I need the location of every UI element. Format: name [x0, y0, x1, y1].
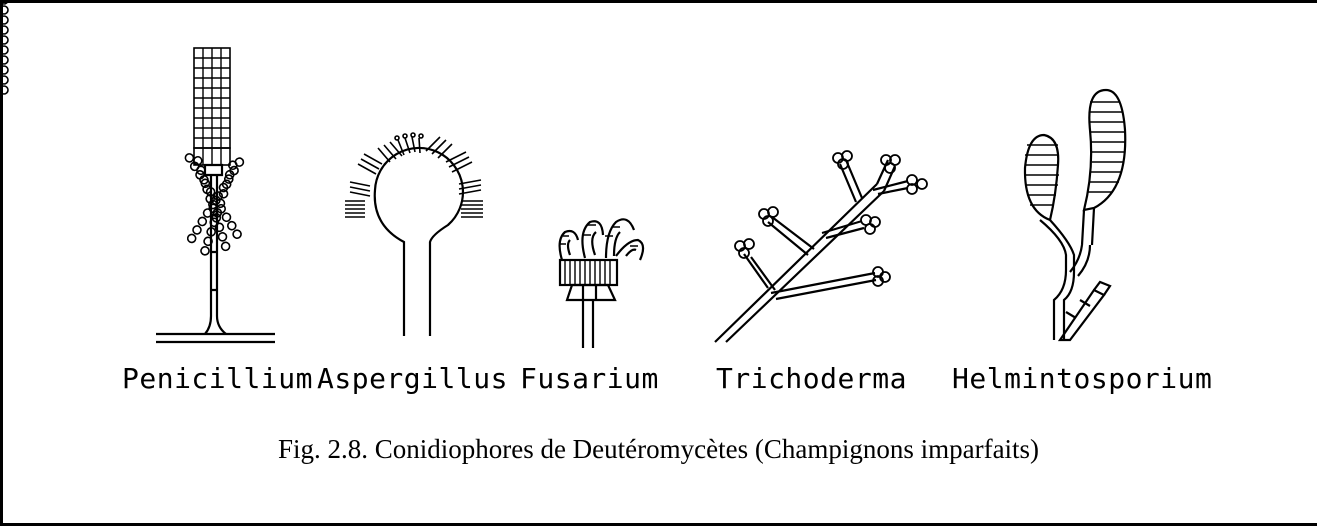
- figure-caption: Fig. 2.8. Conidiophores de Deutéromycète…: [0, 434, 1317, 465]
- fusarium-drawing: [560, 219, 643, 348]
- label-aspergillus: Aspergillus: [317, 362, 508, 395]
- trichoderma-drawing: [715, 151, 927, 342]
- label-fusarium: Fusarium: [520, 362, 659, 395]
- label-trichoderma: Trichoderma: [716, 362, 907, 395]
- label-helmintosporium: Helmintosporium: [952, 362, 1212, 395]
- aspergillus-drawing: [345, 133, 483, 336]
- label-penicillium: Penicillium: [122, 362, 313, 395]
- penicillium-drawing: [0, 0, 275, 342]
- helmintosporium-drawing: [1025, 90, 1125, 340]
